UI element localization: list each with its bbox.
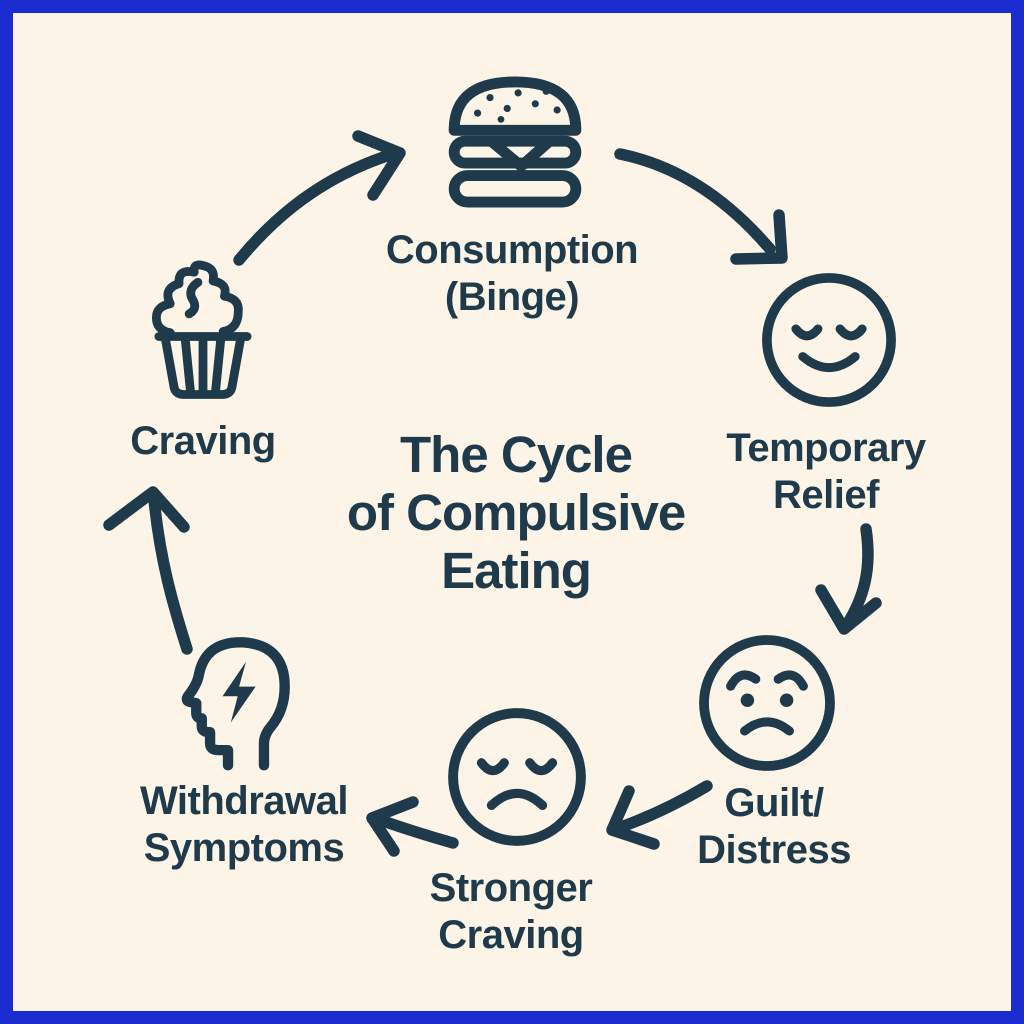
node-label-consumption: Consumption (Binge) bbox=[385, 228, 639, 320]
arrow-craving-to-consumption bbox=[233, 130, 406, 266]
cycle-arrows bbox=[103, 130, 882, 857]
diagram-title: The Cycle of Compulsive Eating bbox=[346, 426, 686, 600]
displeased-face-icon bbox=[446, 706, 588, 848]
worried-face-icon bbox=[697, 633, 837, 773]
node-label-guilt-distress: Guilt/ Distress bbox=[697, 781, 851, 873]
node-label-temporary-relief: Temporary Relief bbox=[726, 426, 926, 518]
hamburger-icon bbox=[437, 71, 593, 213]
head-lightning-icon bbox=[170, 621, 322, 777]
arrow-consumption-to-relief bbox=[614, 148, 788, 265]
arrow-relief-to-guilt bbox=[815, 523, 882, 635]
arrow-guilt-to-stronger bbox=[606, 780, 713, 850]
arrow-stronger-to-withdrawal bbox=[366, 796, 459, 857]
node-label-withdrawal-symptoms: Withdrawal Symptoms bbox=[140, 779, 349, 871]
arrow-withdrawal-to-craving bbox=[103, 486, 193, 655]
cupcake-icon bbox=[140, 257, 266, 411]
node-label-craving: Craving bbox=[130, 419, 276, 463]
node-label-stronger-craving: Stronger Craving bbox=[429, 866, 593, 958]
relieved-face-icon bbox=[760, 271, 898, 409]
